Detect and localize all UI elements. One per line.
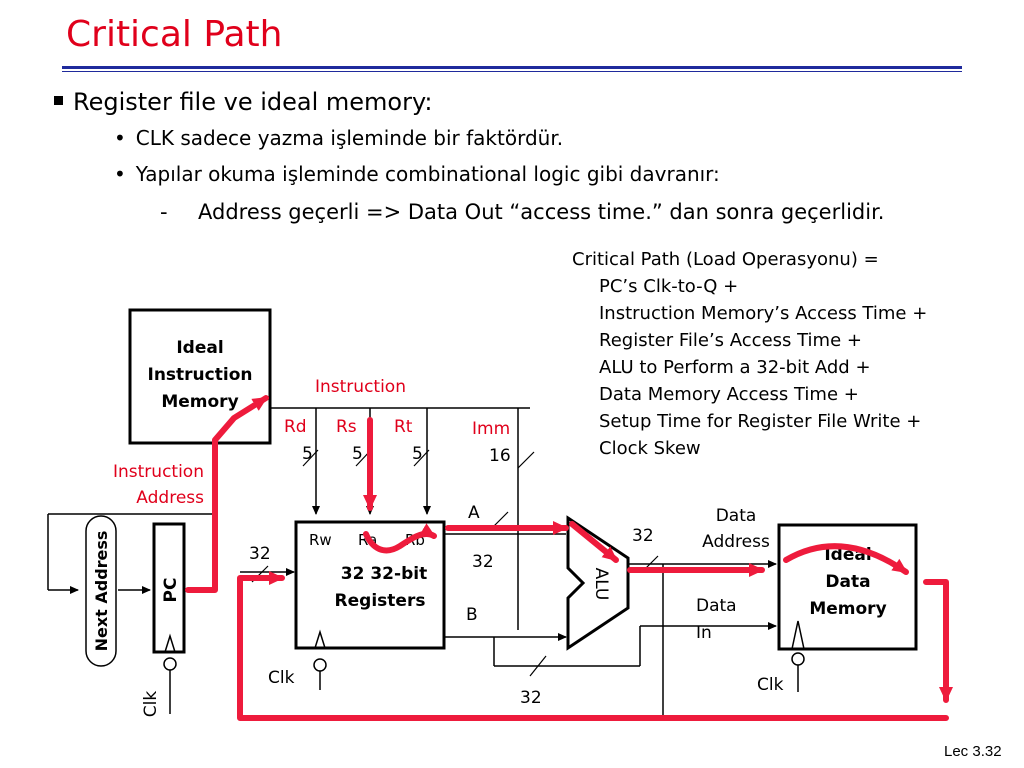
clk-reg-label: Clk (268, 668, 295, 688)
bus-b-label: B (466, 605, 478, 625)
pc-label: PC (161, 578, 181, 603)
rw-port-label: Rw (309, 531, 332, 549)
clk-pc-label: Clk (141, 691, 161, 718)
title-rule (62, 66, 962, 69)
register-file-label: Registers (335, 591, 426, 611)
clock-edge-icon (791, 620, 805, 650)
critical-path-item: PC’s Clk-to-Q + (599, 276, 739, 297)
critical-path-heading: Critical Path (Load Operasyonu) = (572, 249, 879, 270)
square-bullet-icon (54, 95, 63, 105)
width-slash (302, 449, 319, 467)
bullet-level1: Register file ve ideal memory: (54, 88, 433, 116)
instruction-label: Instruction (315, 377, 406, 397)
bullet-level2-2: • Yapılar okuma işleminde combinational l… (114, 162, 720, 186)
rt-label: Rt (394, 417, 413, 437)
critical-path-item: ALU to Perform a 32-bit Add + (599, 357, 871, 378)
instruction-memory-box (128, 308, 272, 445)
bullet-level3: - Address geçerli => Data Out “access tim… (160, 200, 884, 224)
instruction-memory-label: Ideal (176, 338, 223, 358)
dash-bullet-icon: - (160, 200, 168, 224)
data-address-label: Address (702, 532, 770, 552)
bullet-text: CLK sadece yazma işleminde bir faktördür… (135, 126, 564, 150)
bus-a-label: A (468, 503, 480, 523)
bullet-text: Yapılar okuma işleminde combinational lo… (135, 162, 720, 186)
rd-width: 5 (302, 444, 313, 464)
clock-bubble-icon (791, 652, 805, 666)
data-in-label: In (696, 623, 712, 643)
instruction-address-label: Instruction (113, 462, 204, 482)
data-memory-label: Memory (809, 599, 886, 619)
imm-label: Imm (472, 419, 510, 439)
pc-register (152, 522, 186, 654)
clock-edge-icon (164, 633, 176, 653)
w32-alu-out-label: 32 (632, 526, 654, 546)
title-rule-thin (62, 71, 962, 72)
instruction-address-label: Address (136, 488, 204, 508)
critical-path-item: Register File’s Access Time + (599, 330, 862, 351)
critical-path-item: Data Memory Access Time + (599, 384, 859, 405)
critical-path-item: Setup Time for Register File Write + (599, 411, 922, 432)
instruction-memory-label: Memory (161, 392, 238, 412)
clk-dm-label: Clk (757, 675, 784, 695)
dot-bullet-icon: • (114, 126, 126, 150)
data-address-label: Data (716, 506, 757, 526)
clock-edge-icon (314, 629, 326, 649)
critical-path-highlight (185, 395, 953, 721)
w32-bottom-label: 32 (520, 688, 542, 708)
slide-number: Lec 3.32 (944, 743, 1002, 760)
rs-label: Rs (336, 417, 357, 437)
width-slash (517, 451, 535, 469)
imm-width: 16 (489, 446, 511, 466)
bullet-text: Register file ve ideal memory: (73, 88, 433, 116)
critical-path-item: Clock Skew (599, 438, 701, 459)
width-slash (413, 449, 430, 467)
next-address-label: Next Address (92, 531, 111, 652)
instruction-memory-label: Instruction (148, 365, 253, 385)
bullet-level2-1: • CLK sadece yazma işleminde bir faktördü… (114, 126, 563, 150)
w32-left-label: 32 (249, 544, 271, 564)
clock-bubble-icon (163, 657, 177, 671)
bullet-text: Address geçerli => Data Out “access time… (198, 200, 885, 224)
data-in-label: Data (696, 596, 737, 616)
alu-label: ALU (591, 568, 611, 601)
rt-width: 5 (412, 444, 423, 464)
page-title: Critical Path (66, 14, 283, 55)
next-address-box (85, 515, 117, 667)
register-file-label: 32 32-bit (341, 564, 427, 584)
clock-bubble-icon (313, 658, 327, 672)
critical-path-item: Instruction Memory’s Access Time + (599, 303, 928, 324)
rd-label: Rd (284, 417, 307, 437)
width-slash (529, 655, 547, 677)
rs-width: 5 (352, 444, 363, 464)
w32-a-label: 32 (472, 552, 494, 572)
data-memory-label: Data (825, 572, 870, 592)
dot-bullet-icon: • (114, 162, 126, 186)
